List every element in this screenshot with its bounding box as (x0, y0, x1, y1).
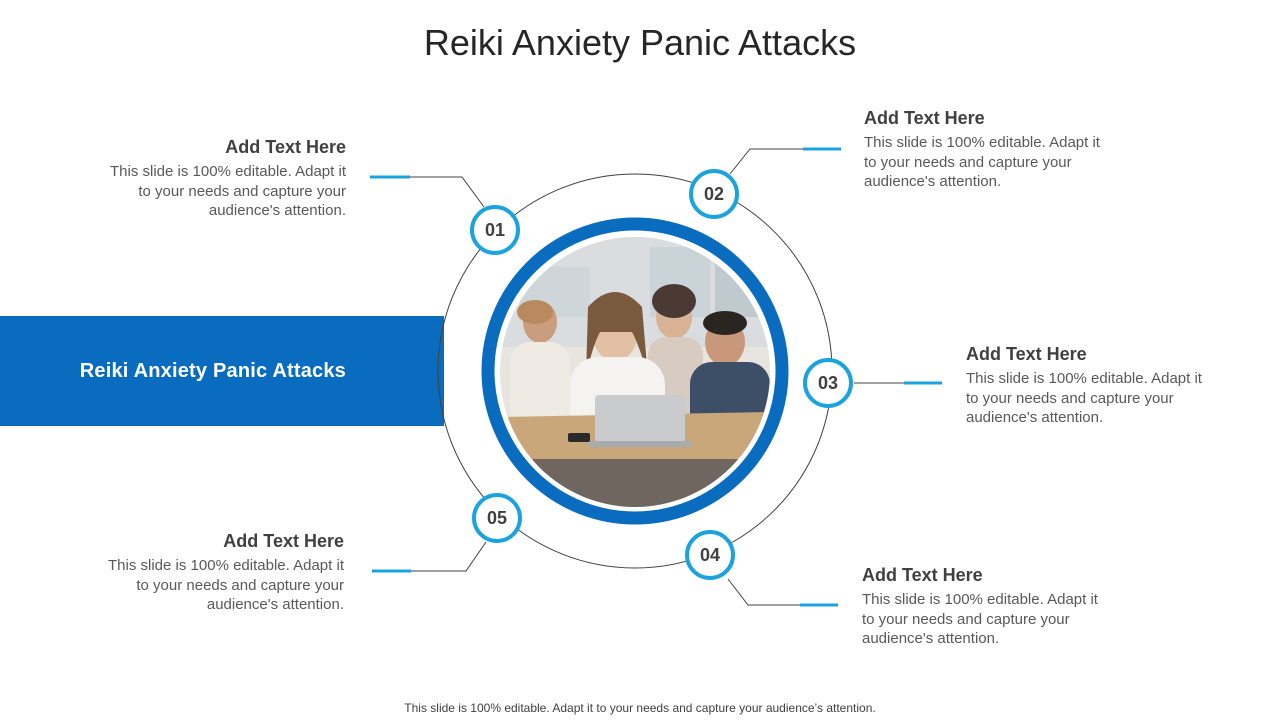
text-block-04: Add Text Here This slide is 100% editabl… (862, 565, 1107, 649)
inner-blue-ring (481, 217, 789, 525)
text-block-05: Add Text Here This slide is 100% editabl… (99, 531, 344, 615)
item-heading-01: Add Text Here (225, 137, 346, 157)
text-block-01: Add Text Here This slide is 100% editabl… (101, 137, 346, 221)
item-heading-02: Add Text Here (864, 108, 985, 128)
text-block-02: Add Text Here This slide is 100% editabl… (864, 108, 1109, 192)
item-body-05: This slide is 100% editable. Adapt it to… (108, 557, 344, 613)
team-photo (500, 237, 770, 507)
item-body-03: This slide is 100% editable. Adapt it to… (966, 370, 1202, 426)
slide-title: Reiki Anxiety Panic Attacks (423, 22, 857, 63)
step-badge-03: 03 (803, 358, 853, 408)
connector-line-05 (411, 541, 487, 572)
step-badge-04: 04 (685, 530, 735, 580)
step-badge-05: 05 (472, 493, 522, 543)
footer-note: This slide is 100% editable. Adapt it to… (404, 701, 876, 715)
item-body-04: This slide is 100% editable. Adapt it to… (862, 591, 1098, 647)
connector-line-01 (410, 176, 485, 208)
center-label: Reiki Anxiety Panic Attacks (79, 360, 346, 382)
item-heading-05: Add Text Here (223, 531, 344, 551)
item-body-01: This slide is 100% editable. Adapt it to… (110, 163, 346, 219)
step-badge-02: 02 (689, 169, 739, 219)
item-body-02: This slide is 100% editable. Adapt it to… (864, 134, 1100, 190)
item-heading-04: Add Text Here (862, 565, 983, 585)
center-band: Reiki Anxiety Panic Attacks (0, 316, 444, 426)
connector-line-04 (727, 578, 800, 606)
text-block-03: Add Text Here This slide is 100% editabl… (966, 344, 1211, 428)
connector-line-02 (729, 148, 803, 175)
step-badge-01: 01 (470, 205, 520, 255)
item-heading-03: Add Text Here (966, 344, 1087, 364)
